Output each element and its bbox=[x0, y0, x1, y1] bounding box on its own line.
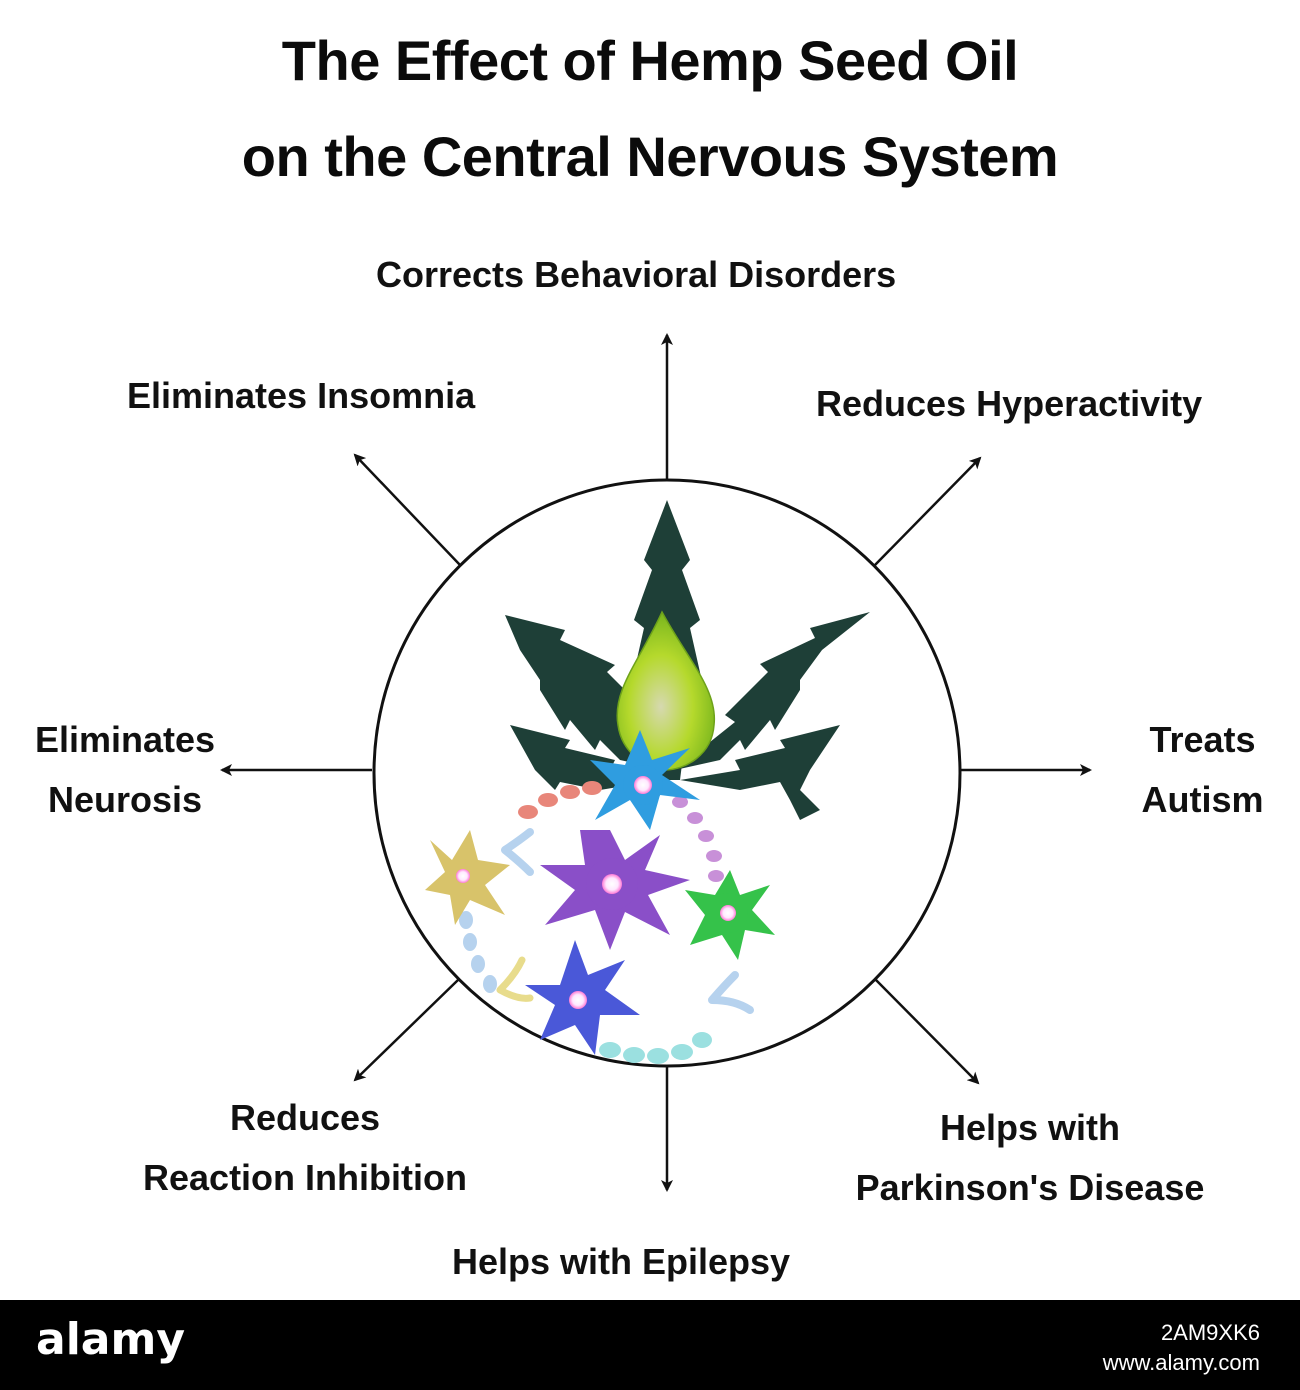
effect-right-line-2: Autism bbox=[1141, 779, 1264, 820]
axon-lightblue bbox=[459, 911, 497, 993]
title-line-1: The Effect of Hemp Seed Oil bbox=[281, 29, 1019, 92]
effect-left-line-1: Eliminates bbox=[34, 719, 216, 760]
axon-pink bbox=[672, 796, 724, 882]
neuron-yellow bbox=[425, 830, 510, 925]
neuron-indigo bbox=[525, 940, 640, 1055]
effect-bottom-left-line-2: Reaction Inhibition bbox=[143, 1157, 467, 1198]
effect-bottom-left-line-1: Reduces bbox=[229, 1097, 381, 1138]
axon-chains bbox=[459, 781, 724, 1064]
effect-bottom-right-label: Helps with Parkinson's Disease bbox=[815, 1098, 1245, 1218]
title-line-2: on the Central Nervous System bbox=[241, 125, 1059, 188]
effect-bottom-right-line-2: Parkinson's Disease bbox=[855, 1167, 1205, 1208]
effect-bottom-left-label: Reduces Reaction Inhibition bbox=[100, 1088, 510, 1208]
arrow-top-left bbox=[353, 453, 461, 566]
effect-right-line-1: Treats bbox=[1149, 719, 1256, 760]
neuron-purple bbox=[540, 830, 690, 950]
effect-top-label: Corrects Behavioral Disorders bbox=[376, 254, 897, 295]
axon-red bbox=[518, 781, 602, 819]
effect-left-label: Eliminates Neurosis bbox=[15, 710, 235, 830]
dendrite-ends bbox=[496, 828, 754, 1014]
neuron-blue bbox=[590, 730, 700, 830]
arrow-bottom-left bbox=[353, 979, 459, 1082]
arrow-bottom-right bbox=[875, 979, 980, 1085]
site-url: www.alamy.com bbox=[1102, 1350, 1260, 1375]
effect-right-label: Treats Autism bbox=[1120, 710, 1285, 830]
diagram-graphic bbox=[220, 333, 1092, 1192]
brand-logo: alamy bbox=[36, 1314, 185, 1365]
effect-top-right-label: Reduces Hyperactivity bbox=[816, 383, 1203, 424]
effect-top-left-label: Eliminates Insomnia bbox=[127, 375, 476, 416]
arrow-top-right bbox=[874, 456, 982, 566]
neuron-green bbox=[685, 870, 775, 960]
diagram-stage: The Effect of Hemp Seed Oil on the Centr… bbox=[15, 29, 1285, 1282]
image-code: 2AM9XK6 bbox=[1160, 1320, 1260, 1345]
neurons bbox=[425, 730, 775, 1055]
watermark-footer: alamy 2AM9XK6 www.alamy.com bbox=[0, 1300, 1300, 1390]
axon-teal bbox=[599, 1032, 712, 1064]
effect-bottom-right-line-1: Helps with bbox=[939, 1107, 1121, 1148]
effect-bottom-label: Helps with Epilepsy bbox=[452, 1241, 791, 1282]
effect-arrows bbox=[220, 333, 1092, 1192]
effect-left-line-2: Neurosis bbox=[47, 779, 203, 820]
